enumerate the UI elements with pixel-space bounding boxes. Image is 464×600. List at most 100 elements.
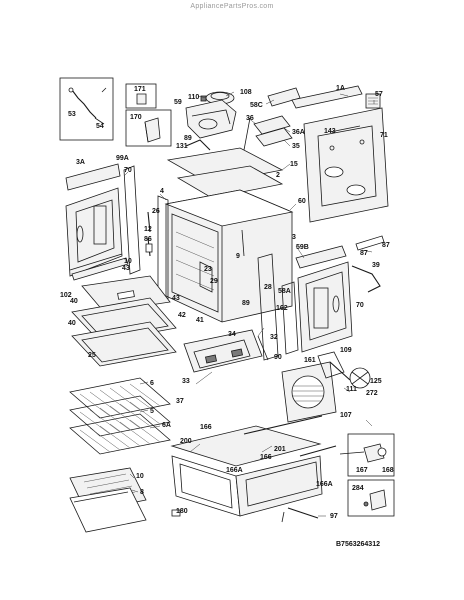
lower-element-terminal xyxy=(205,354,217,364)
door-glass-inner xyxy=(81,303,169,339)
callout-201: 201 xyxy=(274,446,286,453)
left-panel-hole xyxy=(76,225,84,243)
cavity-rack-supports xyxy=(175,231,215,291)
callout-57: 57 xyxy=(375,91,383,98)
convection-fan-grille xyxy=(291,375,325,409)
probe-36 xyxy=(243,117,251,151)
left-panel-rail xyxy=(69,253,123,271)
inner-top-2 xyxy=(176,165,284,199)
right-panel-recess xyxy=(305,271,347,341)
callout-35: 35 xyxy=(292,143,300,150)
bracket-170-edge xyxy=(144,121,149,143)
callout-111: 111 xyxy=(346,386,357,393)
door-liner-label xyxy=(117,290,135,300)
callout-6a: 6A xyxy=(162,422,171,429)
callout-36: 36 xyxy=(246,115,254,122)
lower-element-34 xyxy=(183,329,263,373)
rack-6a-wires xyxy=(79,419,161,453)
callout-29: 29 xyxy=(210,278,218,285)
callout-109: 109 xyxy=(340,347,352,354)
callout-70-left: 70 xyxy=(124,167,132,174)
callout-108: 108 xyxy=(240,89,252,96)
drawer-rail-166a xyxy=(299,445,337,457)
callout-10: 10 xyxy=(136,473,144,480)
filter-35 xyxy=(255,127,293,147)
drawer-rail-201 xyxy=(243,415,323,435)
oven-rack-6a xyxy=(69,413,171,455)
callout-8: 8 xyxy=(140,489,144,496)
wire-harness xyxy=(71,89,97,119)
callout-58c: 58C xyxy=(250,102,263,109)
callout-71: 71 xyxy=(380,132,388,139)
callout-43-left: 43 xyxy=(122,265,130,272)
callout-89-top: 89 xyxy=(184,135,192,142)
callout-86: 86 xyxy=(144,236,152,243)
blower-housing-detail xyxy=(191,109,231,125)
inset-box-171 xyxy=(125,83,157,109)
vent-cover-36a xyxy=(253,115,291,135)
motor-ring xyxy=(210,92,230,100)
rear-panel-recess xyxy=(317,125,377,207)
drawer-front-inner xyxy=(179,463,233,509)
callout-33: 33 xyxy=(182,378,190,385)
side-trim-3 xyxy=(295,245,347,269)
callout-166a-left: 166A xyxy=(226,467,243,474)
hinge-26 xyxy=(147,211,151,233)
callout-110: 110 xyxy=(188,94,200,101)
callout-99a: 99A xyxy=(116,155,129,162)
callout-54: 54 xyxy=(96,123,104,130)
rear-bracket-143 xyxy=(329,125,361,133)
callout-32: 32 xyxy=(270,334,278,341)
rear-opening-right xyxy=(346,184,366,196)
callout-26: 26 xyxy=(152,208,160,215)
callout-161: 161 xyxy=(304,357,316,364)
callout-90: 90 xyxy=(274,354,282,361)
drawer-side xyxy=(235,455,323,517)
door-glass-inner-2 xyxy=(81,327,169,363)
callout-37: 37 xyxy=(176,398,184,405)
watermark: AppliancePartsPros.com xyxy=(190,3,274,10)
broil-pan-rim xyxy=(73,491,129,503)
switch-terminal xyxy=(363,501,369,507)
callout-70-right: 70 xyxy=(356,302,364,309)
oven-rack-5 xyxy=(69,395,171,437)
callout-143: 143 xyxy=(324,128,336,135)
rear-panel xyxy=(303,107,389,223)
element-32 xyxy=(257,335,269,361)
callout-166-top: 166 xyxy=(200,424,212,431)
callout-12: 12 xyxy=(144,226,152,233)
bracket-89 xyxy=(185,139,211,151)
drawing-code: B7563264312 xyxy=(336,541,380,548)
callout-107: 107 xyxy=(340,412,352,419)
callout-4: 4 xyxy=(160,188,164,195)
panel-162 xyxy=(281,281,299,355)
callout-41: 41 xyxy=(196,317,204,324)
callout-36a: 36A xyxy=(292,129,305,136)
callout-3: 3 xyxy=(292,234,296,241)
motor-terminal xyxy=(200,95,207,102)
callout-180: 180 xyxy=(176,508,188,515)
panel-58a xyxy=(257,253,279,361)
sensor-9 xyxy=(241,229,245,257)
top-trim-1a xyxy=(291,85,363,109)
inset-box-170 xyxy=(125,109,172,147)
lower-element-terminal-2 xyxy=(231,348,243,358)
switch-284 xyxy=(369,489,387,511)
latch-167 xyxy=(363,443,385,463)
callout-2: 2 xyxy=(276,172,280,179)
inset-box-284 xyxy=(347,479,395,517)
drawer-leveler xyxy=(171,509,181,517)
side-rail-43 xyxy=(71,257,129,281)
callout-1a: 1A xyxy=(336,85,345,92)
drawer-top xyxy=(170,425,322,467)
callout-89-mid: 89 xyxy=(242,300,250,307)
callout-171: 171 xyxy=(134,86,146,93)
lower-element-inner xyxy=(193,339,251,369)
callout-43-mid: 43 xyxy=(172,295,180,302)
inset-box-167 xyxy=(347,433,395,477)
callout-3a: 3A xyxy=(76,159,85,166)
wire-97 xyxy=(287,507,319,519)
callout-284: 284 xyxy=(352,485,364,492)
right-side-panel xyxy=(297,261,353,353)
